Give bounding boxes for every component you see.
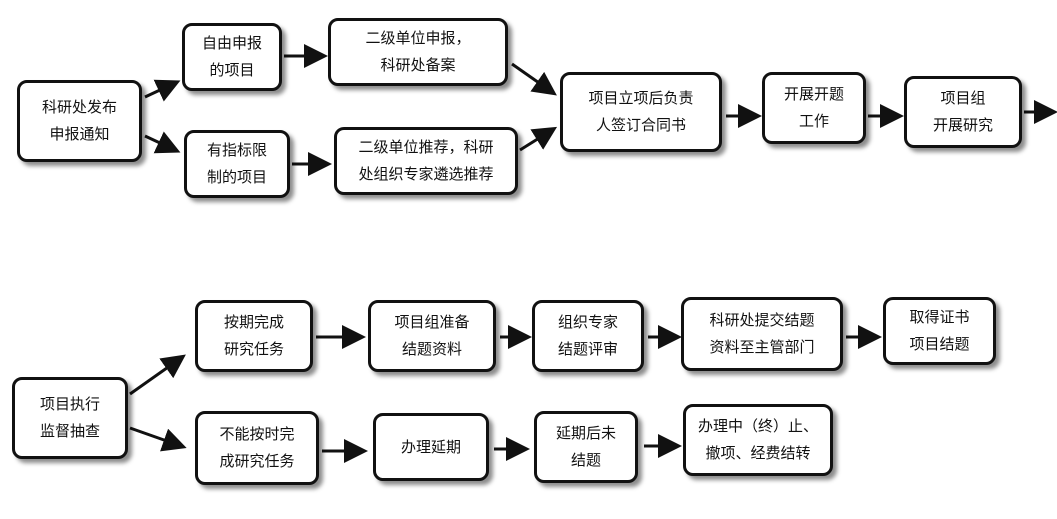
node-supervision-label: 项目执行 监督抽查 bbox=[39, 395, 100, 440]
node-terminate: 办理中（终）止、 撤项、经费结转 bbox=[683, 404, 833, 476]
node-supervision: 项目执行 监督抽查 bbox=[12, 377, 128, 459]
node-notice: 科研处发布 申报通知 bbox=[17, 80, 142, 162]
node-free-apply: 自由申报 的项目 bbox=[182, 23, 282, 91]
node-prepare-materials: 项目组准备 结题资料 bbox=[368, 300, 496, 372]
node-unit-apply-record: 二级单位申报， 科研处备案 bbox=[328, 18, 508, 86]
node-not-on-time-label: 不能按时完 成研究任务 bbox=[219, 425, 295, 470]
node-extension: 办理延期 bbox=[373, 413, 489, 481]
node-expert-review-label: 组织专家 结题评审 bbox=[557, 313, 618, 358]
arrow-supervision-to-ontime bbox=[129, 354, 186, 396]
node-notice-label: 科研处发布 申报通知 bbox=[41, 98, 117, 143]
node-prepare-materials-label: 项目组准备 结题资料 bbox=[394, 313, 470, 358]
node-team-research-label: 项目组 开展研究 bbox=[932, 89, 993, 134]
node-contract-sign-label: 项目立项后负责 人签订合同书 bbox=[588, 89, 694, 134]
node-on-time-label: 按期完成 研究任务 bbox=[223, 313, 284, 358]
node-free-apply-label: 自由申报 的项目 bbox=[201, 34, 262, 79]
node-terminate-label: 办理中（终）止、 撤项、经费结转 bbox=[697, 417, 818, 462]
node-extension-unfinished: 延期后未 结题 bbox=[534, 411, 638, 483]
node-quota-limit-label: 有指标限 制的项目 bbox=[206, 141, 267, 186]
node-on-time: 按期完成 研究任务 bbox=[195, 300, 313, 372]
node-certificate: 取得证书 项目结题 bbox=[883, 297, 996, 365]
node-extension-label: 办理延期 bbox=[400, 437, 461, 456]
arrow-supervision-to-notontime bbox=[129, 426, 187, 452]
node-not-on-time: 不能按时完 成研究任务 bbox=[195, 411, 319, 485]
node-contract-sign: 项目立项后负责 人签订合同书 bbox=[560, 72, 722, 152]
node-team-research: 项目组 开展研究 bbox=[904, 76, 1022, 148]
node-kickoff-label: 开展开题 工作 bbox=[783, 85, 844, 130]
arrow-notice-to-free bbox=[144, 79, 181, 102]
node-unit-recommend-select-label: 二级单位推荐，科研 处组织专家遴选推荐 bbox=[358, 138, 494, 183]
node-unit-recommend-select: 二级单位推荐，科研 处组织专家遴选推荐 bbox=[334, 127, 518, 195]
node-extension-unfinished-label: 延期后未 结题 bbox=[555, 424, 616, 469]
arrow-unit-recommend-to-contract bbox=[519, 126, 558, 152]
node-unit-apply-record-label: 二级单位申报， 科研处备案 bbox=[365, 29, 471, 74]
node-kickoff: 开展开题 工作 bbox=[762, 72, 866, 144]
arrow-unit-apply-to-contract bbox=[511, 62, 557, 96]
node-submit-materials-label: 科研处提交结题 资料至主管部门 bbox=[709, 311, 815, 356]
arrow-notice-to-quota bbox=[144, 131, 181, 154]
node-submit-materials: 科研处提交结题 资料至主管部门 bbox=[681, 297, 843, 371]
node-quota-limit: 有指标限 制的项目 bbox=[184, 130, 290, 198]
node-certificate-label: 取得证书 项目结题 bbox=[909, 308, 970, 353]
node-expert-review: 组织专家 结题评审 bbox=[532, 300, 644, 372]
